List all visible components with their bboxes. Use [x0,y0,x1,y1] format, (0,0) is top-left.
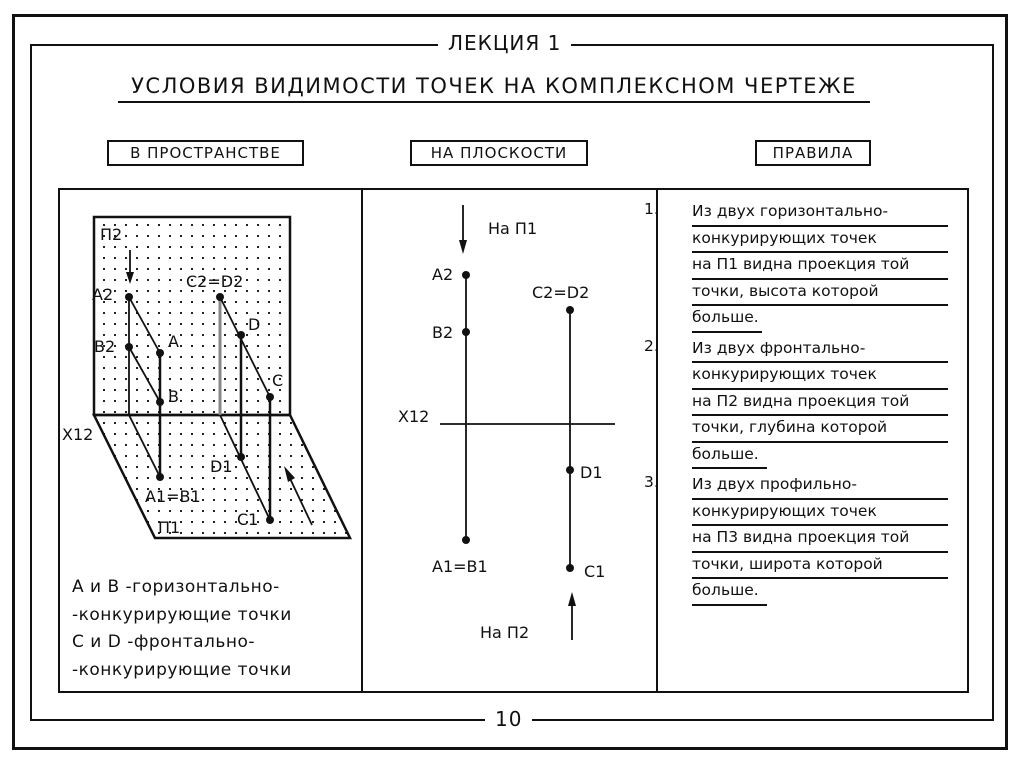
label-c: C [272,371,283,390]
epure-points [462,271,574,572]
label-c2d2: C2=D2 [532,283,589,302]
rule-number: 1. [644,200,659,218]
rule-line: точки, высота которой [692,280,948,306]
caption-line: -конкурирующие точки [72,659,292,680]
header-space: В ПРОСТРАНСТВЕ [107,140,304,166]
page-title: УСЛОВИЯ ВИДИМОСТИ ТОЧЕК НА КОМПЛЕКСНОМ Ч… [118,74,870,103]
rule-line: больше. [692,306,762,333]
header-rules: ПРАВИЛА [755,140,871,166]
label-p2: П2 [100,225,122,244]
horizontal-plane [91,413,353,540]
caption-line: C и D -фронтально- [72,632,256,652]
label-a: A [168,332,179,351]
label-b: B [168,387,179,406]
rule-1: 1. Из двух горизонтально- конкурирующих … [644,200,948,333]
rule-line: конкурирующих точек [692,363,948,390]
label-a1b1: A1=B1 [432,557,488,576]
arrow-down-icon [459,240,467,254]
rule-line: больше. [692,443,767,469]
label-c1: C1 [584,562,605,581]
label-d1: D1 [210,457,233,476]
rule-line: больше. [692,579,767,606]
label-p1: П1 [158,518,180,537]
column-divider [656,188,658,693]
page-number: 10 [485,707,533,731]
label-x12: X12 [62,425,93,444]
arrow-down-icon [126,272,134,284]
rule-line: Из двух фронтально- [692,337,948,363]
label-c1: C1 [237,510,258,529]
rule-line: конкурирующих точек [692,227,948,253]
points [125,293,274,524]
rule-line: конкурирующих точек [692,500,948,526]
lecture-label: ЛЕКЦИЯ 1 [438,31,572,55]
label-view-p2: На П2 [480,623,529,642]
rule-2: 2. Из двух фронтально- конкурирующих точ… [644,337,948,469]
label-x12: X12 [398,407,429,426]
column-divider [361,188,363,693]
label-d1: D1 [580,463,603,482]
rule-line: Из двух горизонтально- [692,200,948,227]
label-b2: B2 [94,337,115,356]
label-c2d2: C2=D2 [186,272,243,291]
header-plane: НА ПЛОСКОСТИ [410,140,588,166]
arrow-up-icon [568,592,576,606]
caption-line: A и B -горизонтально- [72,577,280,597]
outer-frame [12,14,1008,750]
frontal-plane [92,215,292,417]
label-view-p1: На П1 [488,219,537,238]
rule-line: на П2 видна проекция той [692,390,948,416]
epure-lines [440,205,615,640]
rules-list: 1. Из двух горизонтально- конкурирующих … [644,200,948,610]
rule-number: 3. [644,473,659,491]
space-caption: A и B -горизонтально- -конкурирующие точ… [72,574,292,684]
label-d: D [248,315,260,334]
rule-line: точки, широта которой [692,553,948,579]
label-a1b1: A1=B1 [145,487,201,506]
label-b2: B2 [432,323,453,342]
rule-number: 2. [644,336,659,355]
label-a2: A2 [92,285,113,304]
content-table [58,188,969,693]
rule-line: точки, глубина которой [692,416,948,443]
label-a2: A2 [432,265,453,284]
rule-line: на П1 видна проекция той [692,253,948,280]
rule-line: на П3 видна проекция той [692,526,948,553]
arrow-up-icon [284,466,295,482]
rule-line: Из двух профильно- [692,473,948,500]
caption-line: -конкурирующие точки [72,604,292,625]
rule-3: 3. Из двух профильно- конкурирующих точе… [644,473,948,606]
